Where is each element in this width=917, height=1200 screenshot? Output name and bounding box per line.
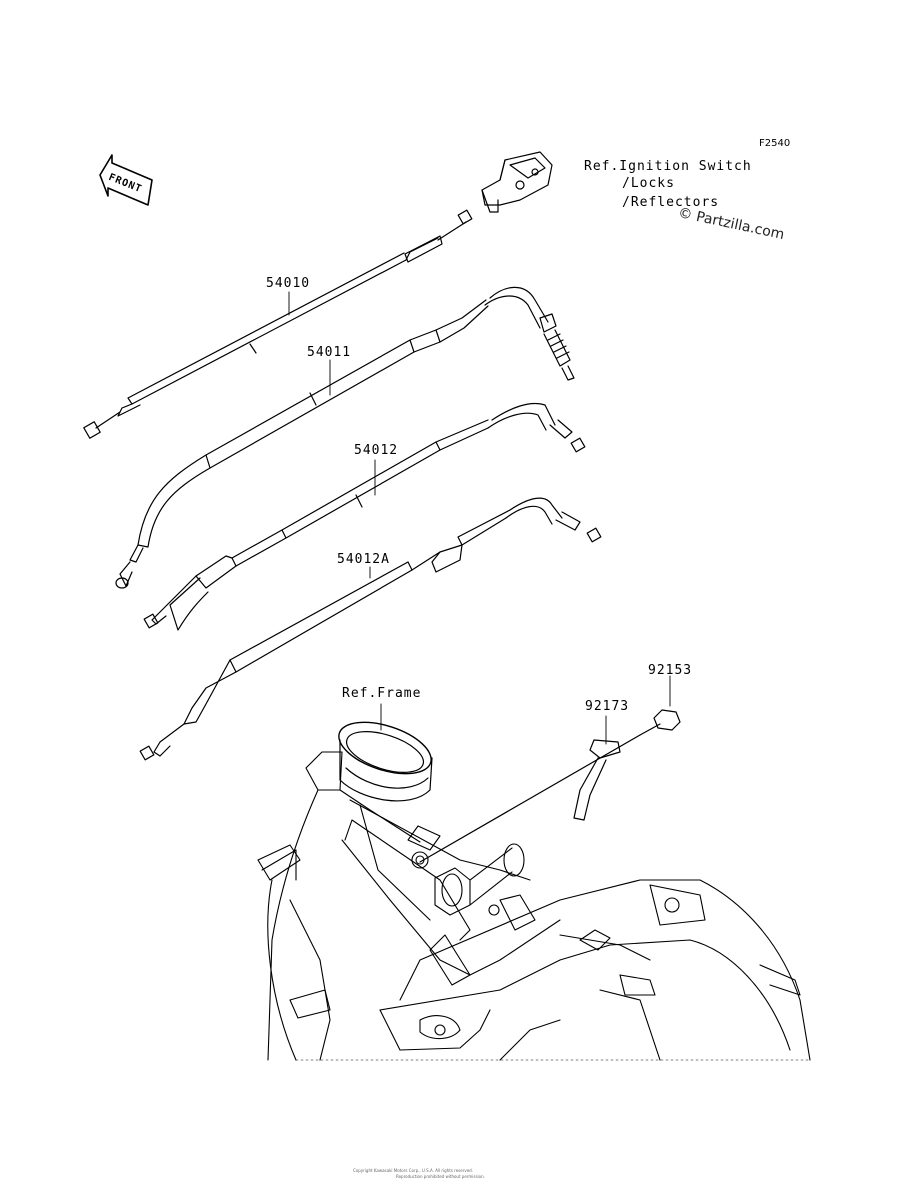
ref-locks: /Locks bbox=[622, 176, 675, 191]
front-arrow-icon bbox=[99, 154, 153, 206]
part-92153: 92153 bbox=[648, 663, 693, 678]
cable-54012a bbox=[139, 497, 602, 761]
bolt-92153 bbox=[419, 709, 681, 863]
ignition-bracket bbox=[481, 151, 553, 213]
cable-54012 bbox=[143, 402, 586, 631]
part-54011: 54011 bbox=[307, 345, 352, 360]
part-54012a: 54012A bbox=[337, 552, 390, 567]
figure-code: F2540 bbox=[759, 138, 791, 149]
leader-lines bbox=[288, 291, 671, 745]
ref-reflectors: /Reflectors bbox=[622, 195, 720, 210]
footer-line-1: Copyright Kawasaki Motors Corp., U.S.A. … bbox=[353, 1168, 473, 1173]
part-54010: 54010 bbox=[266, 276, 311, 291]
ref-frame: Ref.Frame bbox=[342, 686, 422, 701]
part-92173: 92173 bbox=[585, 699, 630, 714]
frame-body bbox=[257, 751, 811, 1061]
cable-54011 bbox=[115, 286, 575, 589]
grommet-92173 bbox=[573, 739, 621, 821]
ref-ignition-switch: Ref.Ignition Switch bbox=[584, 159, 752, 174]
frame-head-tube bbox=[338, 721, 433, 802]
footer-line-2: Reproduction prohibited without permissi… bbox=[396, 1174, 485, 1179]
part-54012: 54012 bbox=[354, 443, 399, 458]
cable-54010 bbox=[83, 209, 473, 439]
